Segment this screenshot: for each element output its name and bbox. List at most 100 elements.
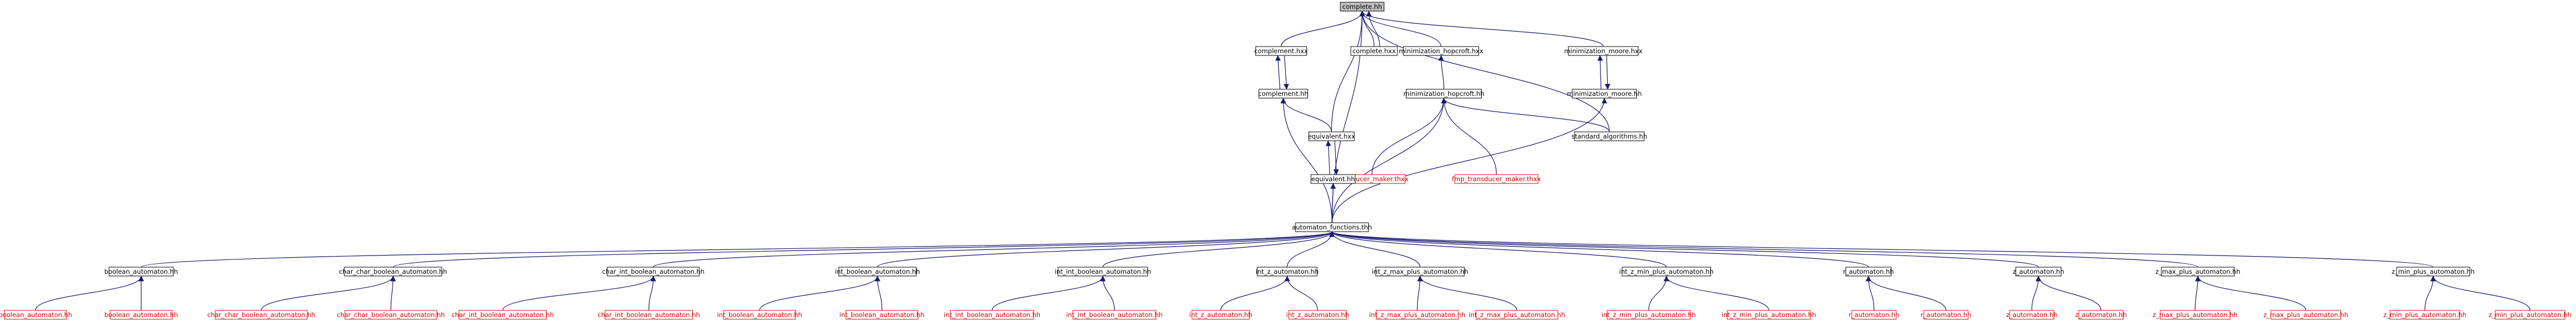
- node-box: [1340, 2, 1385, 12]
- include-edge: [1331, 11, 1365, 223]
- include-edge: [1417, 275, 1423, 311]
- node-label: char_char_boolean_automaton.hh: [207, 311, 315, 319]
- file-node[interactable]: complement.hxx: [1255, 46, 1308, 56]
- file-node[interactable]: z_max_plus_automaton.hh: [2155, 267, 2241, 277]
- file-node[interactable]: z_min_plus_automaton.hh: [2392, 267, 2475, 277]
- include-edge: [1330, 183, 1336, 223]
- node-box: [1057, 267, 1148, 277]
- include-edge: [1648, 275, 1669, 311]
- file-link-node[interactable]: int_z_min_plus_automaton.hh: [1722, 310, 1816, 320]
- include-edge: [1438, 55, 1444, 90]
- file-link-node[interactable]: int_z_min_plus_automaton.hh: [1602, 310, 1696, 320]
- node-box: [1257, 267, 1318, 277]
- file-link-node[interactable]: int_z_max_plus_automaton.hh: [1369, 310, 1465, 320]
- file-node[interactable]: int_int_boolean_automaton.hh: [1055, 267, 1151, 277]
- file-node[interactable]: automaton_functions.thh: [1292, 222, 1372, 232]
- node-box: [2015, 267, 2062, 277]
- include-edge: [393, 231, 1335, 268]
- include-edge: [502, 275, 656, 311]
- include-edge: [2036, 275, 2102, 311]
- node-label: minimization_moore.hh: [1567, 90, 1641, 98]
- node-label: char_int_boolean_automaton.hh: [602, 268, 705, 275]
- file-link-node[interactable]: z_min_plus_automaton.hh: [2383, 310, 2466, 320]
- node-box: [1475, 310, 1558, 320]
- file-link-node[interactable]: z_max_plus_automaton.hh: [2152, 310, 2238, 320]
- edges-layer: [35, 11, 2531, 311]
- file-node[interactable]: minimization_moore.hxx: [1564, 46, 1643, 56]
- file-link-node[interactable]: r_automaton.hh: [1849, 310, 1899, 320]
- node-label: r_automaton.hh: [1843, 268, 1894, 275]
- file-link-node[interactable]: r_automaton.hh: [1921, 310, 1971, 320]
- node-box: [1574, 131, 1645, 141]
- node-box: [607, 267, 700, 277]
- file-node[interactable]: z_automaton.hh: [2013, 267, 2064, 277]
- node-label: minimization_hopcroft.hh: [1403, 90, 1484, 98]
- file-link-node[interactable]: int_int_boolean_automaton.hh: [1066, 310, 1163, 320]
- include-edge: [1281, 98, 1333, 223]
- file-node[interactable]: complete.hxx: [1350, 46, 1398, 56]
- include-edge: [1325, 140, 1331, 175]
- node-box: [1072, 310, 1157, 320]
- file-node[interactable]: int_z_automaton.hh: [1256, 267, 1319, 277]
- include-edge: [648, 275, 656, 311]
- node-box: [1258, 89, 1308, 99]
- include-edge: [653, 231, 1335, 268]
- file-node[interactable]: char_char_boolean_automaton.hh: [339, 267, 447, 277]
- node-label: char_char_boolean_automaton.hh: [337, 311, 445, 319]
- node-box: [1375, 267, 1465, 277]
- node-label: int_z_min_plus_automaton.hh: [1619, 268, 1714, 275]
- file-link-node[interactable]: z_automaton.hh: [2076, 310, 2127, 320]
- file-node[interactable]: int_z_min_plus_automaton.hh: [1619, 267, 1714, 277]
- node-box: [2161, 267, 2235, 277]
- node-box: [1288, 310, 1347, 320]
- file-node[interactable]: boolean_automaton.hh: [105, 267, 178, 277]
- file-link-node[interactable]: char_int_boolean_automaton.hh: [452, 310, 554, 320]
- file-link-node[interactable]: char_int_boolean_automaton.hh: [598, 310, 700, 320]
- file-link-node[interactable]: z_min_plus_automaton.hh: [2489, 310, 2572, 320]
- file-link-node[interactable]: z_automaton.hh: [2006, 310, 2058, 320]
- file-node[interactable]: minimization_hopcroft.hxx: [1399, 46, 1484, 56]
- file-node[interactable]: char_int_boolean_automaton.hh: [602, 267, 705, 277]
- file-link-node[interactable]: int_boolean_automaton.hh: [717, 310, 802, 320]
- include-edge: [1331, 98, 1447, 223]
- node-label: z_max_plus_automaton.hh: [2155, 268, 2240, 275]
- node-box: [2078, 310, 2124, 320]
- node-box: [458, 310, 547, 320]
- include-edge: [877, 231, 1335, 268]
- node-box: [1295, 222, 1369, 232]
- node-label: int_z_min_plus_automaton.hh: [1722, 311, 1816, 319]
- file-link-node[interactable]: int_z_automaton.hh: [1189, 310, 1252, 320]
- file-link-node[interactable]: int_int_boolean_automaton.hh: [944, 310, 1040, 320]
- file-node[interactable]: equivalent.hh: [1310, 174, 1356, 184]
- node-box: [1310, 174, 1356, 184]
- node-label: r_automaton.hh: [1849, 311, 1899, 319]
- file-link-node[interactable]: char_char_boolean_automaton.hh: [207, 310, 316, 320]
- file-link-node[interactable]: fmp_transducer_maker.thxx: [1452, 174, 1541, 184]
- file-node[interactable]: minimization_hopcroft.hh: [1403, 89, 1484, 99]
- node-label: complement.hxx: [1255, 47, 1308, 55]
- file-link-node[interactable]: char_char_boolean_automaton.hh: [337, 310, 445, 320]
- file-node[interactable]: minimization_moore.hh: [1567, 89, 1642, 99]
- node-label: equivalent.hh: [1311, 175, 1355, 183]
- file-node[interactable]: r_automaton.hh: [1843, 267, 1894, 277]
- node-box: [2160, 310, 2231, 320]
- file-node[interactable]: complement.hh: [1258, 89, 1308, 99]
- node-box: [1923, 310, 1969, 320]
- node-label: minimization_hopcroft.hxx: [1399, 47, 1484, 55]
- node-box: [2009, 310, 2054, 320]
- file-node[interactable]: equivalent.hxx: [1308, 131, 1355, 141]
- file-node[interactable]: int_boolean_automaton.hh: [835, 267, 920, 277]
- root-node: complete.hh: [1340, 2, 1385, 12]
- file-link-node[interactable]: boolean_automaton.hh: [105, 310, 178, 320]
- node-box: [845, 310, 918, 320]
- file-link-node[interactable]: z_max_plus_automaton.hh: [2263, 310, 2348, 320]
- file-node[interactable]: standard_algorithms.hh: [1572, 131, 1647, 141]
- node-label: z_automaton.hh: [2076, 311, 2127, 319]
- file-node[interactable]: int_z_max_plus_automaton.hh: [1372, 267, 1468, 277]
- file-link-node[interactable]: boolean_automaton.hh: [0, 310, 72, 320]
- file-link-node[interactable]: int_boolean_automaton.hh: [839, 310, 925, 320]
- include-edge: [1417, 275, 1517, 311]
- file-link-node[interactable]: int_z_max_plus_automaton.hh: [1469, 310, 1565, 320]
- file-link-node[interactable]: int_z_automaton.hh: [1286, 310, 1349, 320]
